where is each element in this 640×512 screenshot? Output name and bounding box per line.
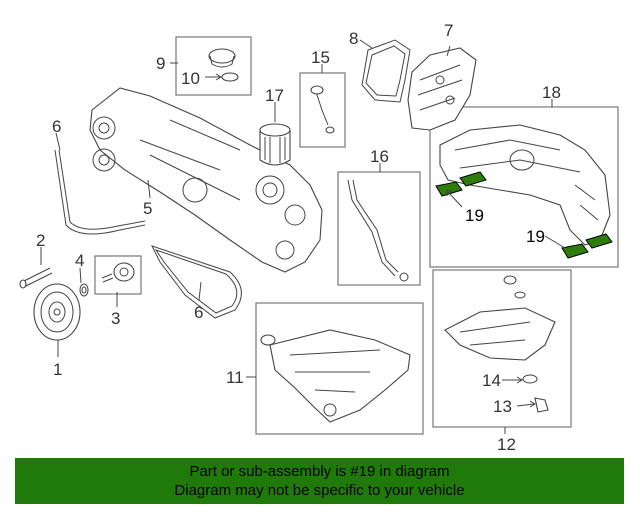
- box-oil-pan-lower: [432, 269, 572, 428]
- callout-3: 3: [111, 309, 120, 328]
- intake-gasket-upper: [435, 171, 487, 197]
- valve-cover-drawing: [407, 47, 477, 131]
- dipstick-tube-drawing: [347, 179, 396, 277]
- callout-10: 10: [181, 69, 200, 88]
- crank-pulley-drawing: [33, 283, 81, 341]
- oil-cap-gasket-drawing: [221, 72, 239, 82]
- box-idler: [94, 255, 142, 295]
- idler-pulley-drawing: [113, 262, 135, 282]
- pulley-bolt-drawing: [21, 267, 53, 288]
- callout-13: 13: [493, 397, 512, 416]
- callout-17: 17: [265, 86, 284, 105]
- callout-4: 4: [75, 251, 84, 270]
- callout-6-left: 6: [52, 117, 61, 136]
- banner-line-2: Diagram may not be specific to your vehi…: [174, 482, 465, 499]
- callout-8: 8: [349, 29, 358, 48]
- lower-oil-pan-drawing: [444, 275, 556, 413]
- callout-9: 9: [156, 54, 165, 73]
- box-intake-manifold: [429, 106, 619, 268]
- callout-15: 15: [311, 48, 330, 67]
- callout-11: 11: [226, 368, 244, 387]
- intake-manifold-drawing: [439, 124, 611, 246]
- valve-cover-gasket-drawing: [361, 39, 411, 103]
- callout-19-lower: 19: [526, 227, 545, 246]
- box-oil-pan-upper: [255, 302, 424, 435]
- box-oil-cap: [175, 36, 252, 96]
- parts-diagram: 6 5 6 2 4 3 1 9 10 17 15 8 7 18 16 19 19…: [19, 21, 619, 454]
- callout-7: 7: [444, 21, 453, 40]
- timing-cover-drawing: [89, 87, 323, 273]
- callout-5: 5: [143, 199, 152, 218]
- dipstick-drawing: [315, 91, 329, 126]
- callout-19-upper: 19: [465, 206, 484, 225]
- intake-gasket-lower: [561, 233, 613, 259]
- callout-2: 2: [36, 231, 45, 250]
- drain-gasket-drawing: [522, 374, 538, 384]
- diagram-canvas: 6 5 6 2 4 3 1 9 10 17 15 8 7 18 16 19 19…: [19, 21, 619, 454]
- callout-18: 18: [542, 83, 561, 102]
- timing-belt-left: [54, 149, 146, 235]
- callout-1: 1: [53, 360, 62, 379]
- oil-filter-drawing: [259, 123, 291, 166]
- callout-14: 14: [482, 371, 501, 390]
- timing-belt-right: [151, 245, 242, 319]
- washer-drawing: [79, 283, 89, 297]
- drain-plug-drawing: [534, 397, 549, 413]
- callout-6-right: 6: [194, 303, 203, 322]
- callout-12: 12: [497, 435, 516, 454]
- upper-oil-pan-drawing: [260, 329, 411, 423]
- info-banner: Part or sub-assembly is #19 in diagram D…: [15, 458, 624, 504]
- oil-filler-cap-drawing: [208, 48, 236, 64]
- box-dipstick-tube: [337, 171, 421, 286]
- banner-line-1: Part or sub-assembly is #19 in diagram: [189, 463, 450, 480]
- callout-16: 16: [370, 147, 389, 166]
